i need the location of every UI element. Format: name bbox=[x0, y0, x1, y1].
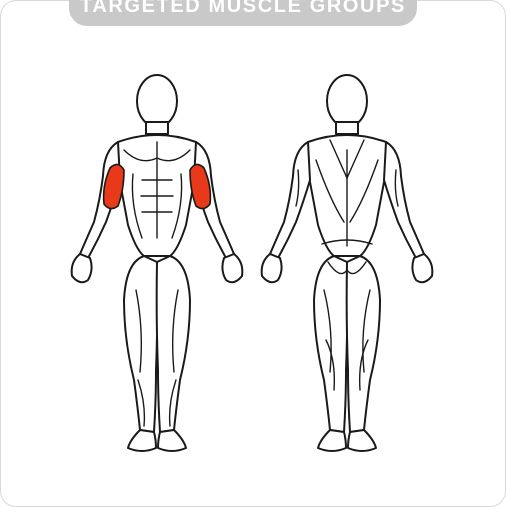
front-right-foot bbox=[158, 430, 186, 451]
back-neck bbox=[336, 122, 358, 134]
back-head bbox=[327, 75, 367, 127]
back-left-foot bbox=[318, 430, 346, 451]
back-right-arm bbox=[384, 142, 424, 258]
back-right-hand bbox=[412, 254, 432, 282]
front-body-figure bbox=[72, 75, 243, 451]
back-left-arm bbox=[270, 142, 310, 258]
front-left-hand bbox=[72, 254, 92, 282]
front-neck bbox=[146, 122, 168, 134]
back-body-figure bbox=[262, 75, 433, 451]
front-head bbox=[137, 75, 177, 127]
back-right-foot bbox=[348, 430, 376, 451]
front-left-foot bbox=[128, 430, 156, 451]
back-left-hand bbox=[262, 254, 282, 282]
front-right-hand bbox=[222, 254, 242, 282]
